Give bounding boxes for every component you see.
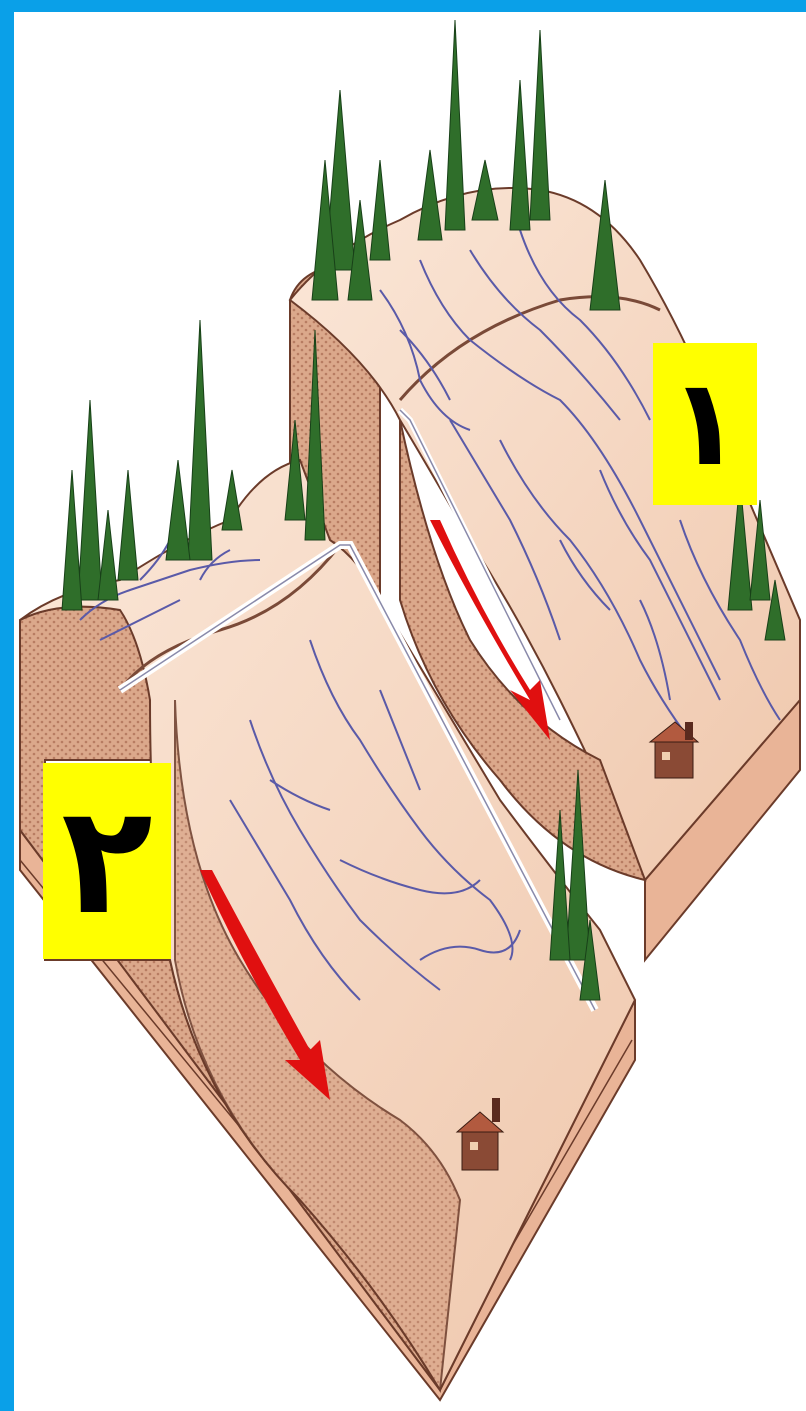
label-block-1: ١ — [653, 343, 757, 505]
label-block-2: ٢ — [43, 763, 171, 959]
label-block-2-text: ٢ — [61, 786, 153, 936]
label-block-1-text: ١ — [668, 364, 741, 484]
